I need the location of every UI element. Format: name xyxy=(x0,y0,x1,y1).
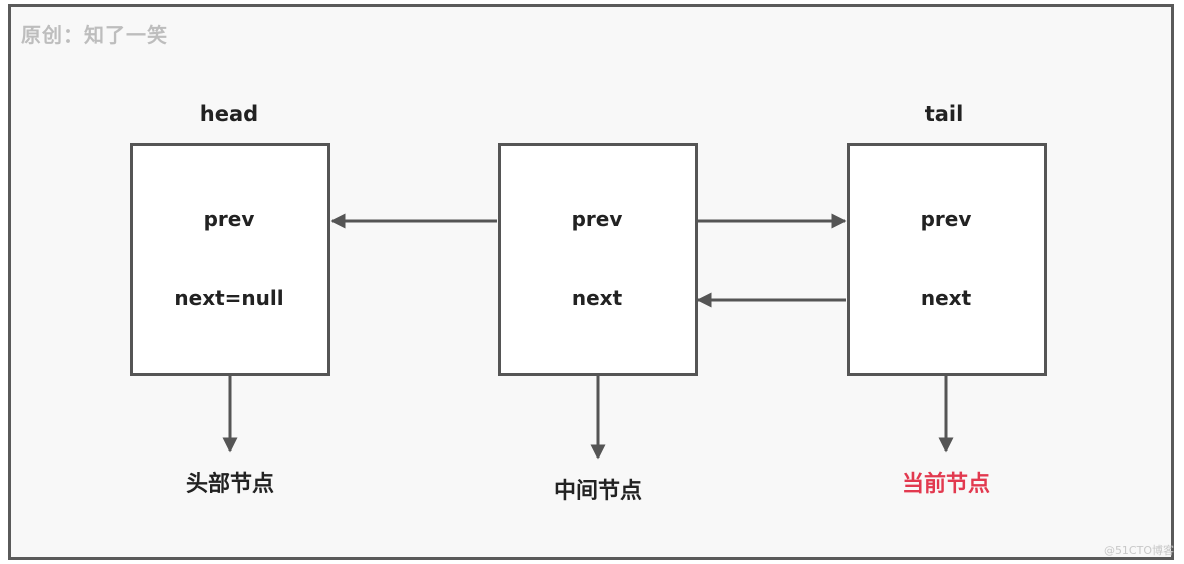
head-prev-field: prev xyxy=(203,207,255,231)
tail-prev-field: prev xyxy=(920,207,972,231)
author-label: 原创：知了一笑 xyxy=(21,23,168,47)
middle-next-field: next xyxy=(571,286,623,310)
tail-label: tail xyxy=(924,102,964,126)
middle-prev-field: prev xyxy=(571,207,623,231)
head-node-box xyxy=(130,143,330,376)
head-label: head xyxy=(199,102,259,126)
watermark: @51CTO博客 xyxy=(1103,544,1174,557)
current-node-caption: 当前节点 xyxy=(901,472,991,497)
middle-node-caption: 中间节点 xyxy=(553,479,643,504)
tail-node-box xyxy=(847,143,1047,376)
head-next-field: next=null xyxy=(174,286,284,310)
head-node-caption: 头部节点 xyxy=(185,472,275,497)
tail-next-field: next xyxy=(920,286,972,310)
